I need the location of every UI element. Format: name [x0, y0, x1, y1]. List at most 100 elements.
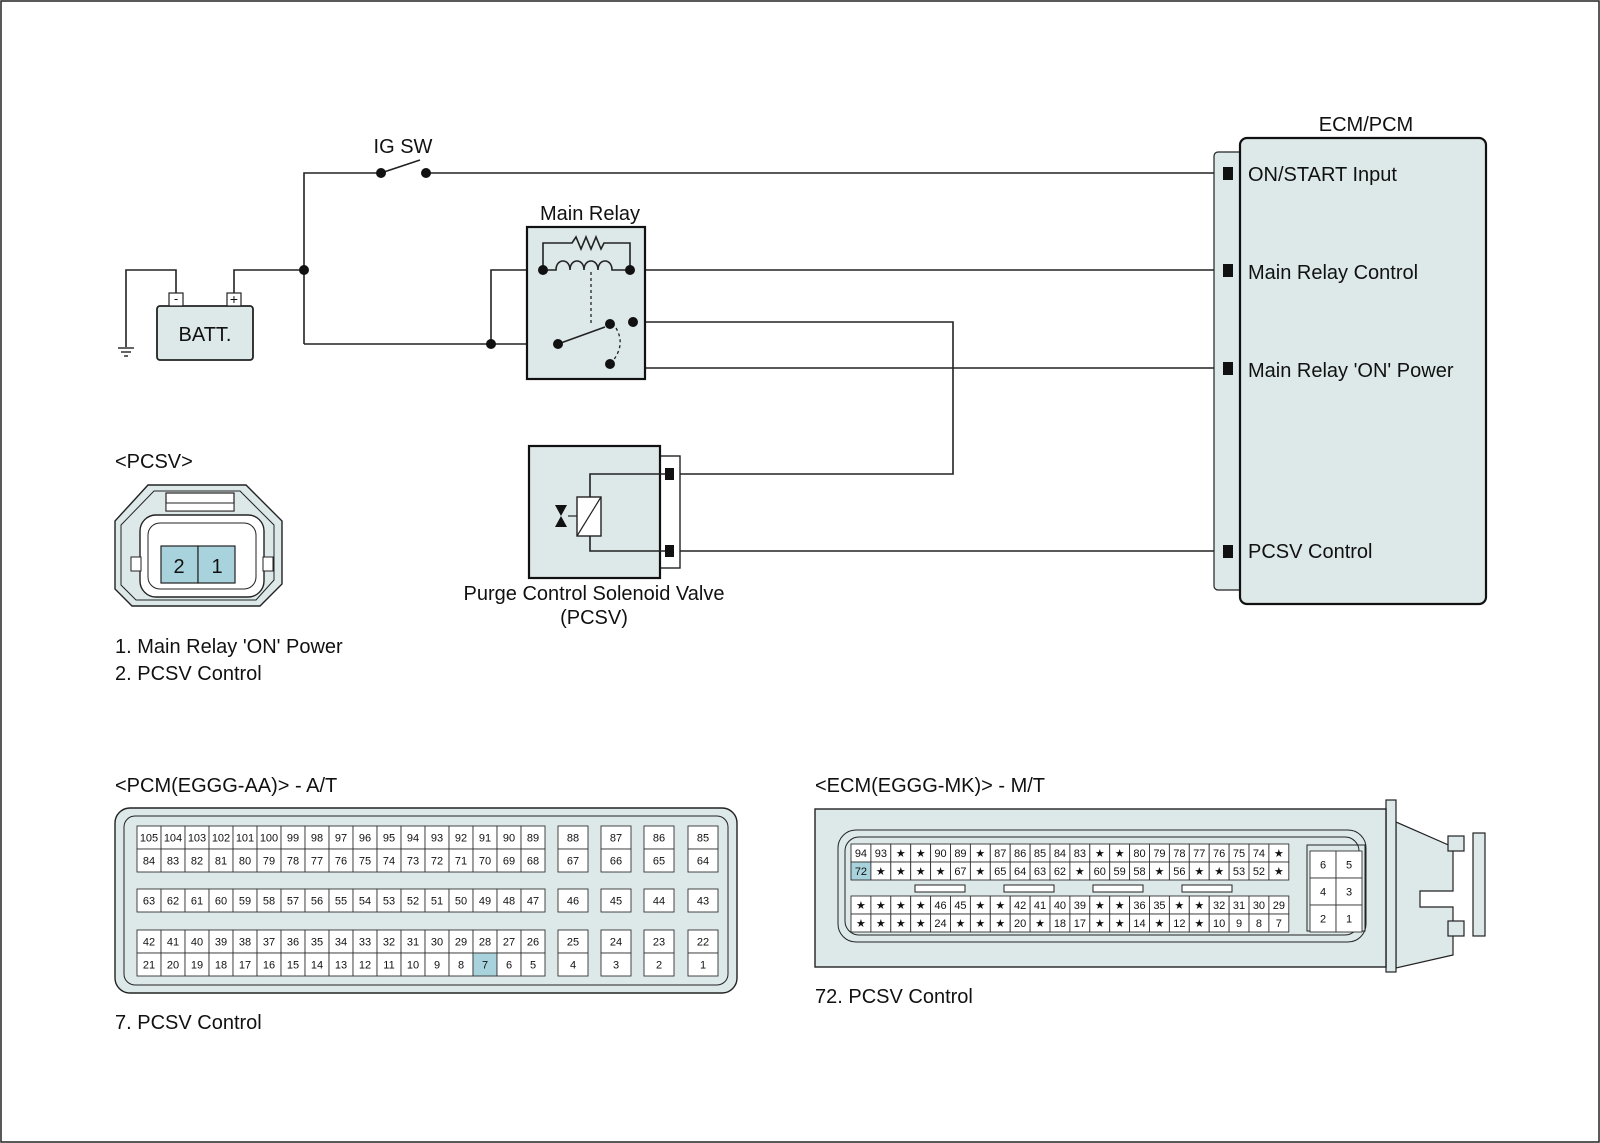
- ecm-pin-marker: [1223, 167, 1233, 180]
- pcm-pin-label: 19: [191, 960, 203, 972]
- pcm-pin-label: 53: [383, 896, 395, 908]
- pcm-pin-label: 24: [610, 937, 622, 949]
- pcm-pin-cell: [643, 888, 675, 913]
- pcm-pin-label: 90: [503, 833, 515, 845]
- battery-label: BATT.: [179, 324, 232, 346]
- pcm-pin-label: 93: [431, 833, 443, 845]
- pcm-pin-label: 29: [455, 937, 467, 949]
- ecm-pin-cell: [1268, 913, 1290, 933]
- pcm-pin-label: 12: [359, 960, 371, 972]
- pcm-pin-label: 70: [479, 856, 491, 868]
- pcm-pin-label: 31: [407, 937, 419, 949]
- pcm-pin-label: 41: [167, 937, 179, 949]
- ecm-pin-label: 65: [994, 866, 1006, 878]
- ecm-terminal-on-start: ON/START Input: [1248, 164, 1397, 186]
- ecm-pin-label: ★: [1095, 918, 1105, 930]
- pcm-pin-label: 77: [311, 856, 323, 868]
- pcm-pin-label: 98: [311, 833, 323, 845]
- ecm-pin-label: 56: [1173, 866, 1185, 878]
- ecm-pin-marker: [1223, 264, 1233, 277]
- pcm-pin-label: 68: [527, 856, 539, 868]
- ecm-pin-cell: [1268, 861, 1290, 881]
- pcm-pin-label: 46: [567, 896, 579, 908]
- ecm-pin-label: ★: [975, 848, 985, 860]
- pcm-pin-label: 28: [479, 937, 491, 949]
- junction-dots: [299, 265, 496, 349]
- ecm-pin-label: 79: [1153, 848, 1165, 860]
- pcm-pin-label: 60: [215, 896, 227, 908]
- pcm-pin-cell: [520, 888, 546, 913]
- ecm-pin-label: ★: [995, 900, 1005, 912]
- pcm-pin-label: 48: [503, 896, 515, 908]
- pcm-pin-label: 97: [335, 833, 347, 845]
- pcm-pin-label: 74: [383, 856, 395, 868]
- pcm-pin-label: 45: [610, 896, 622, 908]
- pcm-pin-label: 72: [431, 856, 443, 868]
- pcm-pin-label: 102: [212, 833, 230, 845]
- pcm-pin-label: 63: [143, 896, 155, 908]
- pcm-pin-label: 34: [335, 937, 347, 949]
- ecm-pin-label: 76: [1213, 848, 1225, 860]
- ecm-pin-label: 36: [1133, 900, 1145, 912]
- ecm-pin-label: 2: [1320, 914, 1326, 926]
- ecm-pin-label: 63: [1034, 866, 1046, 878]
- ecm-pin-label: ★: [1035, 918, 1045, 930]
- wire-batt-pos: [233, 269, 304, 293]
- pcm-pin-label: 16: [263, 960, 275, 972]
- ecm-pin-label: ★: [1095, 900, 1105, 912]
- pcm-pin-label: 82: [191, 856, 203, 868]
- ecm-pin-label: 4: [1320, 887, 1326, 899]
- ecm-pin-label: ★: [975, 866, 985, 878]
- pcm-pin-label: 52: [407, 896, 419, 908]
- pcm-pin-label: 27: [503, 937, 515, 949]
- ecm-pin-label: 77: [1193, 848, 1205, 860]
- ecm-pin-label: 58: [1133, 866, 1145, 878]
- wire-to-igsw: [303, 172, 381, 344]
- pcm-pin-cell: [557, 848, 589, 873]
- ecm-pin-label: 1: [1346, 914, 1352, 926]
- pcm-pin-label: 6: [506, 960, 512, 972]
- pcsv-component: Purge Control Solenoid Valve (PCSV): [464, 444, 725, 629]
- ecm-pin-label: 74: [1253, 848, 1265, 860]
- battery: - + BATT.: [156, 291, 254, 361]
- pcsv-connector-title: <PCSV>: [115, 451, 193, 473]
- pcm-pin-label: 87: [610, 833, 622, 845]
- wire-pcsv-power: [633, 321, 954, 475]
- pcm-pin-label: 43: [697, 896, 709, 908]
- ecm-pin-label: ★: [916, 918, 926, 930]
- ecm-pin-label: 72: [855, 866, 867, 878]
- pcm-pin-label: 7: [482, 960, 488, 972]
- ecm-pin-marker: [1223, 362, 1233, 375]
- ecm-pin-cell: [1309, 877, 1337, 906]
- pcm-pin-label: 39: [215, 937, 227, 949]
- ecm-pin-label: 80: [1133, 848, 1145, 860]
- ecm-connector-title: <ECM(EGGG-MK)> - M/T: [815, 775, 1045, 797]
- ecm-pin-label: 60: [1094, 866, 1106, 878]
- ecm-pin-label: 5: [1346, 860, 1352, 872]
- pcm-pin-label: 33: [359, 937, 371, 949]
- ecm-pin-label: ★: [1115, 848, 1125, 860]
- ecm-pin-label: 40: [1054, 900, 1066, 912]
- pcm-pin-cell: [600, 952, 632, 977]
- pcm-pin-cell: [600, 888, 632, 913]
- ecm-pin-label: 3: [1346, 887, 1352, 899]
- pcm-pin-label: 2: [656, 960, 662, 972]
- ecm-pin-label: ★: [876, 900, 886, 912]
- pcm-pin-label: 49: [479, 896, 491, 908]
- pcm-pin-label: 101: [236, 833, 254, 845]
- ecm-pin-label: ★: [916, 900, 926, 912]
- ecm-pin-label: ★: [1155, 918, 1165, 930]
- pcm-pin-cell: [643, 952, 675, 977]
- ecm-pin-label: 45: [954, 900, 966, 912]
- pcm-pin-label: 96: [359, 833, 371, 845]
- ecm-title: ECM/PCM: [1319, 114, 1413, 136]
- ecm-pin-label: ★: [1194, 900, 1204, 912]
- pcm-pin-label: 84: [143, 856, 155, 868]
- pcm-pin-label: 81: [215, 856, 227, 868]
- pcm-pin-label: 26: [527, 937, 539, 949]
- pcm-pin-label: 61: [191, 896, 203, 908]
- pcsv-label-line1: Purge Control Solenoid Valve: [464, 583, 725, 605]
- pcm-pin-label: 54: [359, 896, 371, 908]
